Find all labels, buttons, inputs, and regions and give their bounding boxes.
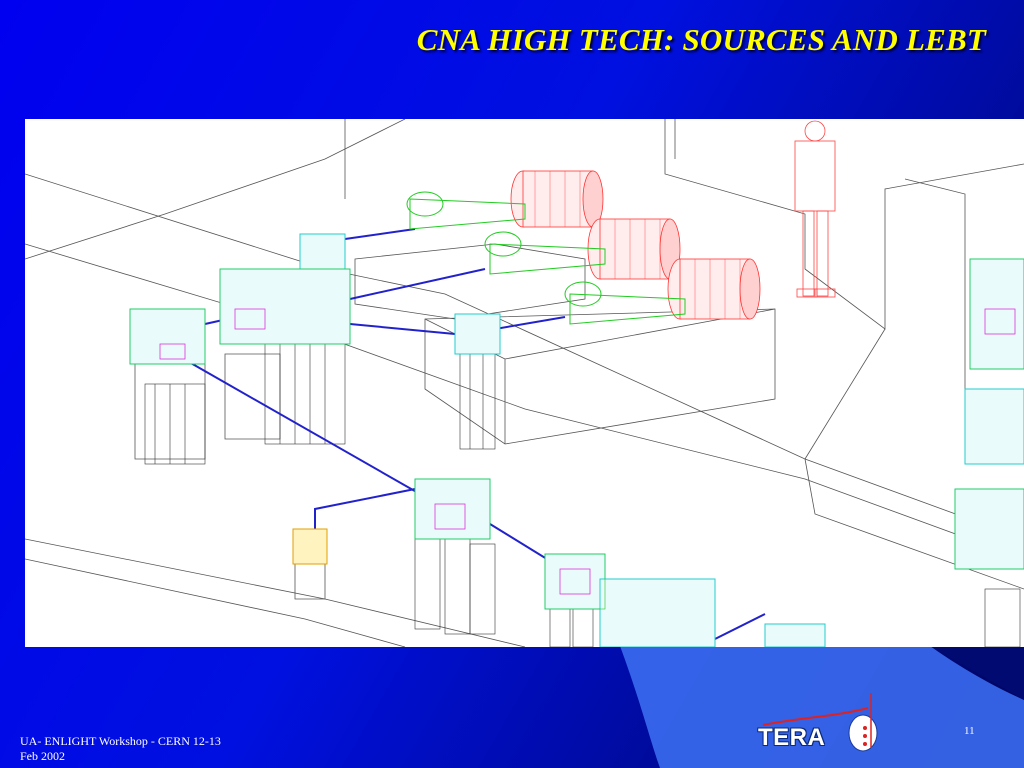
tera-logo: TERA xyxy=(758,688,888,758)
beamline-drawing xyxy=(25,119,1024,647)
cad-wireframe xyxy=(25,119,1024,647)
slide-title: CNA HIGH TECH: SOURCES AND LEBT xyxy=(416,22,986,57)
tera-logo-mark xyxy=(762,693,878,752)
footer-line-1: UA- ENLIGHT Workshop - CERN 12-13 xyxy=(20,734,221,748)
footer-line-2: Feb 2002 xyxy=(20,749,65,763)
footer-text: UA- ENLIGHT Workshop - CERN 12-13 Feb 20… xyxy=(20,734,221,764)
logo-text: TERA xyxy=(758,724,826,751)
slide-number: 11 xyxy=(964,725,975,737)
